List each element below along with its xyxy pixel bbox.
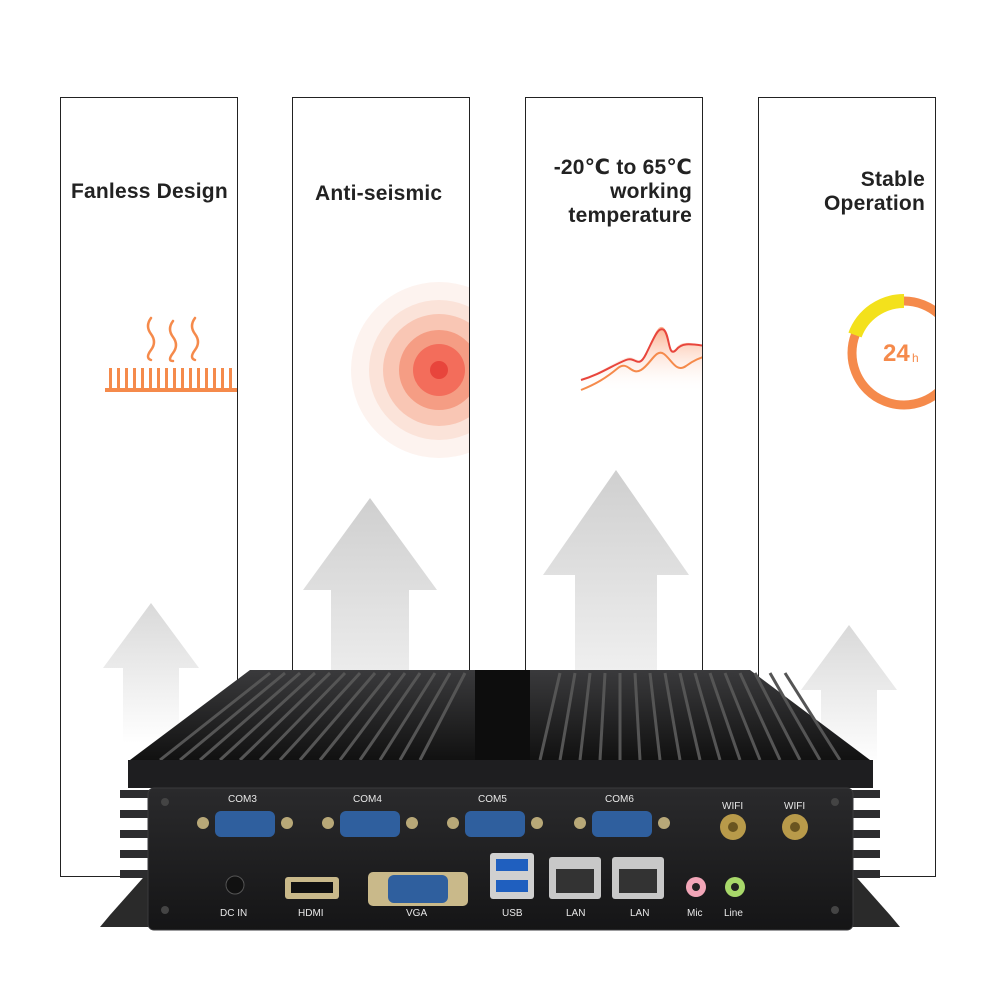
port-label-dc-in: DC IN [220, 908, 248, 919]
feature-title: Fanless Design [71, 180, 228, 204]
feature-title: Stable Operation [824, 168, 925, 216]
device-body [100, 670, 900, 931]
feature-title: -20℃ to 65℃ working temperature [554, 156, 692, 228]
port-label-com6: COM6 [605, 794, 634, 805]
clock-unit: h [912, 351, 919, 365]
feature-title-line: Stable [860, 168, 925, 191]
port-label-line: Line [724, 908, 743, 919]
port-label-com3: COM3 [228, 794, 257, 805]
industrial-pc-device: COM3 COM4 COM5 COM6 WIFI WIFI DC IN HDMI… [90, 665, 910, 935]
vibration-target-icon [351, 282, 469, 458]
port-label-usb: USB [502, 908, 523, 919]
temperature-wave-icon [580, 326, 702, 393]
feature-title-line: Anti-seismic [315, 182, 443, 205]
feature-title-line: Operation [824, 192, 925, 215]
feature-title-line: -20℃ to 65℃ [553, 156, 692, 179]
feature-title-line: working [610, 180, 692, 203]
port-label-hdmi: HDMI [298, 908, 324, 919]
port-label-com4: COM4 [353, 794, 382, 805]
port-label-wifi: WIFI [784, 801, 806, 812]
feature-title: Anti-seismic [315, 182, 442, 206]
heatsink-heat-icon [105, 316, 237, 392]
feature-title-line: temperature [568, 204, 692, 227]
port-label-lan: LAN [566, 908, 586, 919]
clock-number: 24 [883, 340, 910, 367]
com-ports [197, 811, 670, 837]
port-label-vga: VGA [406, 908, 428, 919]
port-label-lan: LAN [630, 908, 650, 919]
arrow-up-icon [103, 603, 199, 743]
port-label-com5: COM5 [478, 794, 507, 805]
port-label-mic: Mic [687, 908, 703, 919]
port-label-wifi: WIFI [722, 801, 744, 812]
feature-title-line: Fanless Design [71, 180, 228, 203]
24h-clock-icon: 24 h [839, 293, 935, 413]
